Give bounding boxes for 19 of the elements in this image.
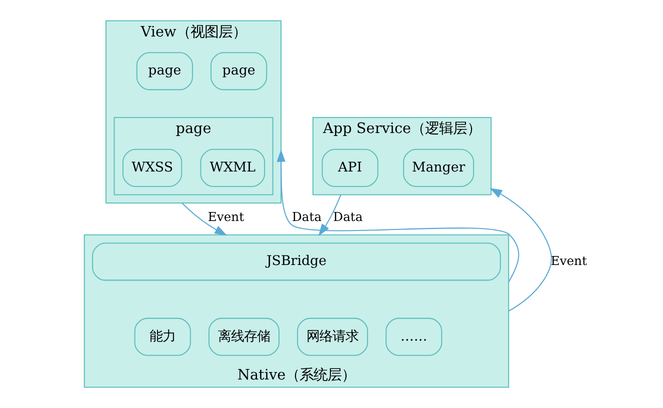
node-box: 网络请求 [297,318,368,356]
edge-label: Data [292,210,322,224]
arrow [182,202,228,236]
arrow [276,149,520,282]
node-box: WXML [200,148,266,187]
node-box: 能力 [134,318,191,356]
node-box: WXSS [122,148,182,187]
node-box: API [322,148,378,187]
edge-label: Event [550,254,587,268]
edge-label: Data [333,210,363,224]
node-box: Manger [403,148,474,187]
node-box: …… [386,318,442,356]
arrow [490,188,552,312]
edge-label: Event [208,210,244,224]
node-box: 离线存储 [208,318,280,356]
node-box: page [210,52,268,90]
node-box: JSBridge [92,242,501,281]
arrow [318,194,342,236]
node-box: page [136,52,193,90]
